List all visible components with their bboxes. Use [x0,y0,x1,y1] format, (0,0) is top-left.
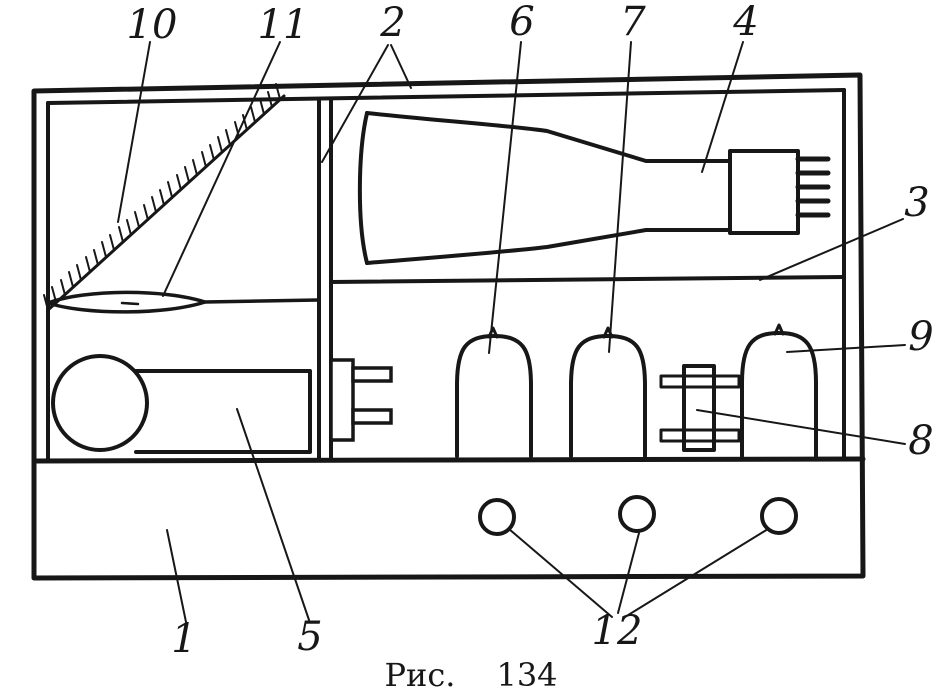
mirror-line [46,94,286,312]
transformer-top-bar [659,374,741,389]
crt-top-edge [365,111,732,163]
crt-bottom-edge [365,228,732,265]
leader-line-4 [701,41,744,173]
chassis-inner-top-line [46,88,846,105]
lamp-bulb-circle [51,354,149,452]
knob-middle [618,495,656,533]
callout-label-1: 1 [171,616,196,662]
callout-label-10: 10 [127,2,178,48]
chassis-floor-line [31,456,866,464]
chassis-shelf-line [329,275,846,284]
leader-line-10 [117,41,151,223]
transformer-core [682,364,716,452]
leader-line-1 [166,529,187,623]
vacuum-tube-right [740,331,818,458]
cabinet-outer-outline [31,72,866,581]
leader-line-8 [696,409,906,445]
knob-left [478,498,516,536]
leader-line-12 [508,528,769,618]
plug-body [329,358,355,442]
crt-base-pins [795,156,831,218]
leader-line-3 [759,218,904,281]
leader-line-6 [488,41,522,354]
transformer-bottom-bar [659,428,741,443]
lamp-body [134,369,312,454]
callout-label-3: 3 [904,180,929,226]
leader-line-5 [236,408,310,621]
callout-label-7: 7 [620,0,646,45]
leader-line-11 [162,41,281,297]
callout-label-11: 11 [258,2,309,48]
mirror-hatching [43,83,281,311]
callout-label-5: 5 [297,614,322,660]
callout-label-2: 2 [379,0,405,46]
vacuum-tube-right-tip [773,323,785,336]
callout-label-6: 6 [509,0,534,45]
leader-line-2 [321,44,412,163]
vacuum-tube-left [455,334,533,458]
figure-caption-label: Рис. [385,656,456,694]
leader-line-9 [786,344,906,353]
figure-caption-number: 134 [496,656,557,694]
lens-center-mark [120,301,140,306]
vacuum-tube-middle [569,334,647,458]
crt-front-face [357,111,369,265]
lens-axis-line [203,298,320,304]
callout-label-9: 9 [908,314,933,360]
plug-pin-bottom [351,408,393,425]
crt-base-cylinder [728,149,800,235]
knob-right [760,497,798,535]
callout-label-4: 4 [732,0,758,45]
leader-line-7 [608,41,632,353]
callout-label-12: 12 [592,608,643,654]
partition-wall [317,98,333,462]
callout-label-8: 8 [908,418,933,464]
plug-pin-top [351,366,393,383]
